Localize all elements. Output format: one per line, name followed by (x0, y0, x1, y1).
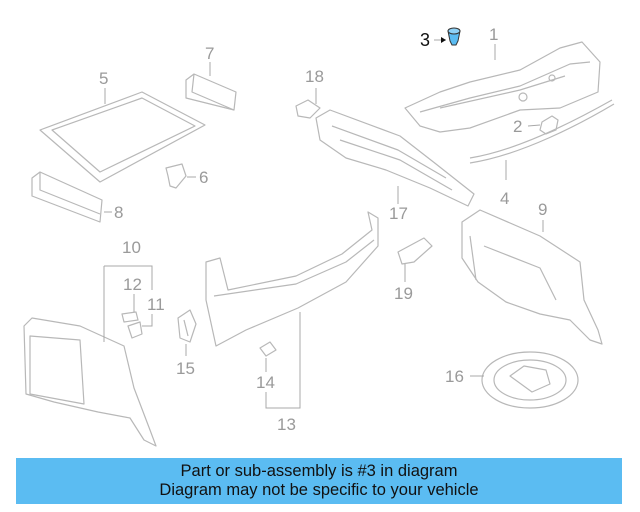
banner-line-2: Diagram may not be specific to your vehi… (159, 481, 479, 499)
part-7-block (185, 73, 237, 111)
part-16-tire-cover (481, 351, 579, 409)
part-15-latch-cover (177, 309, 197, 343)
callout-11: 11 (147, 295, 165, 314)
part-11-clip (127, 321, 143, 339)
leader-lines (103, 37, 544, 409)
part-4-trim-strip (469, 99, 615, 164)
info-banner: Part or sub-assembly is #3 in diagram Di… (16, 458, 622, 504)
part-2-clip (539, 115, 559, 135)
callout-5: 5 (99, 69, 109, 88)
callout-15: 15 (176, 359, 195, 378)
part-1-package-tray (404, 41, 601, 133)
part-9-side-panel (461, 209, 603, 345)
part-6-clip (165, 163, 187, 189)
callout-7: 7 (205, 44, 215, 63)
callout-19: 19 (394, 284, 413, 303)
callout-17: 17 (389, 204, 408, 223)
part-12-clip (121, 311, 139, 323)
part-17-vent-trim (315, 109, 475, 207)
part-19-bracket (397, 237, 433, 265)
callout-3: 3 (420, 30, 431, 50)
callout-9: 9 (538, 200, 548, 219)
part-10-side-panel (23, 317, 157, 447)
part-5-floor-mat (39, 91, 206, 183)
callout-10: 10 (122, 238, 141, 257)
banner-line-1: Part or sub-assembly is #3 in diagram (180, 462, 458, 480)
callout-16: 16 (445, 367, 464, 386)
part-13-sill-panel (205, 211, 379, 347)
part-3-push-pin (447, 27, 461, 46)
part-18-clip (295, 99, 321, 119)
callout-2: 2 (513, 117, 523, 136)
callout-4: 4 (500, 189, 510, 208)
part-8-block (31, 171, 103, 223)
callout-12: 12 (123, 275, 142, 294)
callout-18: 18 (305, 67, 324, 86)
callout-14: 14 (256, 373, 275, 392)
callout-6: 6 (199, 168, 209, 187)
callout-1: 1 (489, 25, 499, 44)
part-14-clip (259, 341, 277, 357)
callout-13: 13 (277, 415, 296, 434)
callout-8: 8 (114, 203, 124, 222)
